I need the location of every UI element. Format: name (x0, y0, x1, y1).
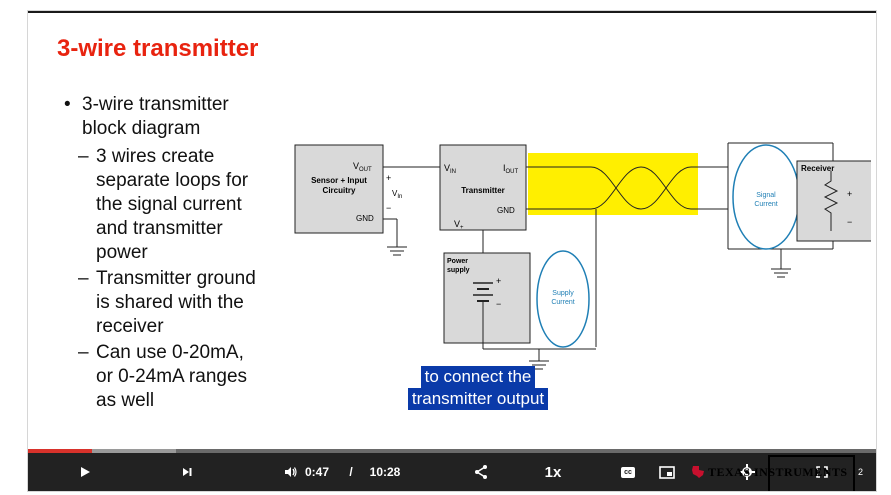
page-number: 2 (858, 467, 864, 477)
ti-logo: TEXAS INSTRUMENTS (691, 459, 848, 485)
power-label: Power (447, 258, 468, 265)
vin-side-label: VIn (392, 189, 402, 200)
play-icon (81, 467, 90, 477)
sub-dash: – (78, 342, 89, 363)
ti-logo-text: TEXAS INSTRUMENTS (708, 464, 848, 479)
t-gnd-label: GND (497, 206, 515, 215)
sub-bullet-3-line: or 0-24mA ranges (96, 366, 248, 387)
play-button[interactable] (72, 453, 98, 491)
sub-bullet-3-line: as well (96, 390, 155, 411)
sensor-label: Circuitry (323, 186, 356, 195)
caption-line: transmitter output (407, 388, 549, 410)
sensor-gnd-label: GND (356, 214, 374, 223)
skip-next-icon (183, 468, 192, 476)
sub-bullet-2-line: receiver (96, 316, 164, 337)
settings-button[interactable] (736, 453, 758, 491)
transmitter-box (439, 144, 527, 231)
cc-button[interactable]: cc (618, 453, 638, 491)
sensor-box (294, 144, 384, 234)
sub-bullet-3: – Can use 0-20mA, or 0-24mA ranges as we… (60, 341, 320, 413)
current-time: 0:47 (304, 465, 330, 479)
t-iout-label: IOUT (503, 163, 519, 175)
sub-bullet-1-line: and transmitter (96, 218, 223, 239)
progress-bar[interactable] (28, 449, 876, 454)
caption: to connect the transmitter output (388, 366, 568, 410)
vout-label: VOUT (353, 161, 372, 173)
signal-current-label: Signal (756, 192, 776, 199)
transmitter-label: Transmitter (461, 186, 505, 195)
sub-bullet-1-line: 3 wires create (96, 146, 215, 167)
power-label: supply (447, 267, 470, 274)
power-minus: − (496, 299, 501, 309)
fullscreen-icon (816, 466, 828, 478)
sub-bullet-1: – 3 wires create separate loops for the … (60, 145, 320, 265)
duration: 10:28 (369, 465, 401, 479)
t-vin-label: VIN (444, 163, 456, 175)
sub-bullet-2-line: Transmitter ground (96, 268, 256, 289)
buffered-bar (28, 449, 177, 454)
control-bar: 0:47 / 10:28 1x cc (28, 453, 876, 491)
sub-bullet-3-line: Can use 0-20mA, (96, 342, 244, 363)
sub-bullet-1-line: the signal current (96, 194, 242, 215)
power-plus: + (496, 276, 501, 286)
sub-bullet-1-line: power (96, 242, 148, 263)
sub-bullet-1-line: separate loops for (96, 170, 249, 191)
pip-button[interactable] (656, 453, 678, 491)
sensor-label: Sensor + Input (311, 176, 367, 185)
power-supply-box (443, 252, 531, 344)
receiver-minus: − (847, 217, 852, 227)
signal-current-label: Current (754, 201, 777, 208)
texas-state-icon (692, 466, 704, 478)
logo-highlight-box (768, 455, 855, 491)
slide-title: 3-wire transmitter (57, 35, 259, 62)
caption-line: to connect the (420, 366, 536, 388)
main-bullet: • 3-wire transmitter block diagram (60, 93, 320, 141)
share-button[interactable] (470, 453, 492, 491)
supply-current-label: Supply (552, 290, 574, 297)
main-bullet-line-2: block diagram (82, 118, 201, 139)
receiver-plus: + (847, 189, 852, 199)
bullet-list: • 3-wire transmitter block diagram – 3 w… (60, 93, 320, 413)
played-bar (28, 449, 92, 454)
top-border (28, 11, 876, 13)
t-vplus-label: V+ (454, 219, 464, 231)
volume-icon (285, 467, 297, 477)
share-icon (475, 465, 487, 479)
time-separator: / (349, 465, 353, 479)
sub-bullet-2-line: is shared with the (96, 292, 244, 313)
supply-current-loop (536, 250, 590, 348)
receiver-label: Receiver (801, 164, 834, 173)
speed-button[interactable]: 1x (544, 463, 562, 481)
gear-icon (739, 464, 755, 480)
volume-button[interactable] (280, 453, 302, 491)
cc-icon: cc (621, 466, 635, 478)
main-bullet-line-1: 3-wire transmitter (82, 94, 229, 115)
fullscreen-button[interactable] (812, 453, 832, 491)
bullet-dot: • (64, 94, 71, 115)
video-frame: 3-wire transmitter • 3-wire transmitter … (27, 10, 877, 492)
supply-current-label: Current (551, 299, 574, 306)
sub-dash: – (78, 268, 89, 289)
sub-bullet-2: – Transmitter ground is shared with the … (60, 267, 320, 339)
block-diagram: Sensor + Input Circuitry VOUT GND + − VI… (294, 142, 871, 370)
plus-label: + (386, 173, 391, 183)
sub-dash: – (78, 146, 89, 167)
skip-next-button[interactable] (174, 453, 200, 491)
minus-label: − (386, 203, 391, 213)
picture-in-picture-icon (659, 465, 675, 479)
